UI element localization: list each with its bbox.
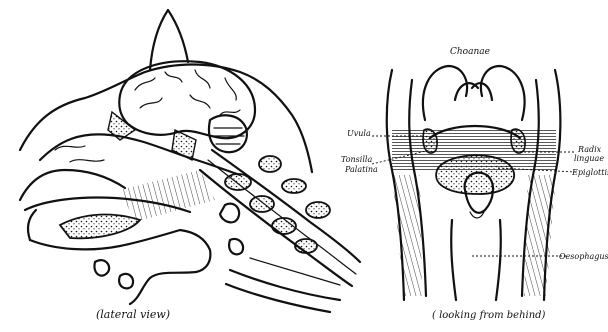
label-linguae: linguae [574,154,604,163]
jaw-outline [30,230,210,304]
tonsil-left [423,129,437,153]
brain [119,61,255,138]
posterior-drawing: Choanae Uvula Tonsilla Palatina Radix li… [341,47,608,321]
tonsil-right [511,129,525,153]
pharynx-hatch [120,170,215,222]
tongue [60,215,140,239]
spinal-cord [212,150,360,262]
radix-linguae [436,155,514,194]
label-radix: Radix [577,145,602,154]
choanae-left [423,66,467,120]
label-epiglottis: Epiglottis [571,168,608,177]
label-oesophagus: Oesophagus [559,252,608,261]
posterior-caption: ( looking from behind) [432,310,546,321]
label-palatina: Palatina [344,165,378,174]
lateral-caption: (lateral view) [96,308,170,321]
lateral-head-drawing: (lateral view) [20,10,360,321]
label-uvula: Uvula [347,129,371,138]
label-choanae: Choanae [450,47,490,57]
label-tonsilla: Tonsilla [341,155,372,164]
choanae-right [481,66,525,120]
